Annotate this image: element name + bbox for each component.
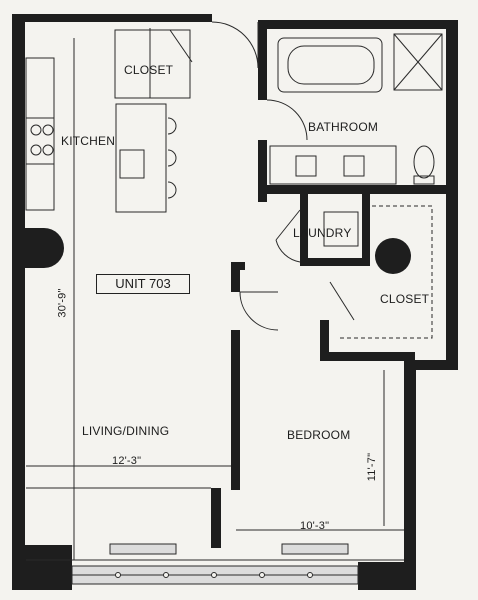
dim-living-height: 30'-9" <box>56 288 69 318</box>
window-pin-5 <box>307 572 313 578</box>
dim-bedroom-height: 11'-7" <box>366 452 379 482</box>
column-left-base <box>24 228 44 268</box>
label-kitchen: KITCHEN <box>61 134 116 148</box>
dim-bedroom-width: 10'-3" <box>300 520 330 532</box>
wall-bottom-left <box>12 545 72 590</box>
label-closet-top: CLOSET <box>124 63 174 77</box>
shower <box>393 33 443 91</box>
bathtub-basin <box>287 45 375 85</box>
window-band <box>71 543 359 585</box>
burner-4 <box>42 144 54 156</box>
wall-top-right <box>258 20 456 29</box>
wall-bath-left-top <box>258 20 267 100</box>
closet-top-door <box>169 29 193 63</box>
radiator-bedroom <box>281 543 349 555</box>
label-closet-bedroom: CLOSET <box>380 292 430 306</box>
wall-laundry-bottom <box>300 258 370 266</box>
wall-laundry-left <box>300 194 308 266</box>
wall-closet-left <box>320 320 329 360</box>
laundry-door <box>275 209 301 241</box>
wall-bedroom-stub-h <box>231 262 245 270</box>
island-sink <box>119 149 145 179</box>
stool-2 <box>167 149 177 167</box>
bedroom-door-arc <box>239 291 279 331</box>
stool-3 <box>167 181 177 199</box>
unit-number: UNIT 703 <box>96 274 190 294</box>
wall-closet-bottom <box>320 352 415 361</box>
vanity-sink-1 <box>295 155 317 177</box>
wall-left <box>12 14 25 558</box>
dim-living-width: 12'-3" <box>112 455 142 467</box>
wall-bottom-right <box>358 562 416 590</box>
pier-window <box>211 488 221 548</box>
burner-3 <box>30 144 42 156</box>
burner-2 <box>42 124 54 136</box>
shower-diag-2 <box>393 33 443 91</box>
label-bedroom: BEDROOM <box>287 428 351 442</box>
window-pin-4 <box>259 572 265 578</box>
vanity <box>269 145 397 185</box>
wall-right-lower <box>404 360 416 590</box>
bath-door-arc <box>266 99 308 141</box>
washer-dryer <box>323 211 359 247</box>
wall-bath-left-bottom <box>258 140 267 202</box>
wall-laundry-right <box>362 194 370 266</box>
laundry-door-arc <box>275 239 301 263</box>
wall-bedroom-left <box>231 330 240 490</box>
window-pin-3 <box>211 572 217 578</box>
label-living-dining: LIVING/DINING <box>82 424 170 438</box>
burner-1 <box>30 124 42 136</box>
label-laundry: LAUNDRY <box>293 226 352 240</box>
toilet <box>413 145 435 179</box>
column-closet <box>375 238 411 274</box>
cooktop <box>25 117 55 165</box>
closet-top-outline <box>114 29 191 99</box>
wall-bedroom-top-stub <box>231 262 240 292</box>
stool-1 <box>167 117 177 135</box>
wall-bath-bottom <box>258 185 448 194</box>
bathtub <box>277 37 383 93</box>
window-pin-2 <box>163 572 169 578</box>
kitchen-counter <box>25 57 55 211</box>
closet-shelf <box>340 205 433 339</box>
window-pin-1 <box>115 572 121 578</box>
closet-door <box>329 281 355 321</box>
exterior-walls <box>12 14 458 590</box>
vanity-sink-2 <box>343 155 365 177</box>
label-bathroom: BATHROOM <box>308 120 379 134</box>
entry-door-arc <box>211 21 259 69</box>
wall-right-step <box>404 360 458 370</box>
toilet-tank <box>413 175 435 185</box>
interior-lines <box>25 21 443 561</box>
radiator-living <box>109 543 177 555</box>
wall-right <box>446 20 458 370</box>
kitchen-island <box>115 103 167 213</box>
wall-top-left <box>12 14 212 22</box>
